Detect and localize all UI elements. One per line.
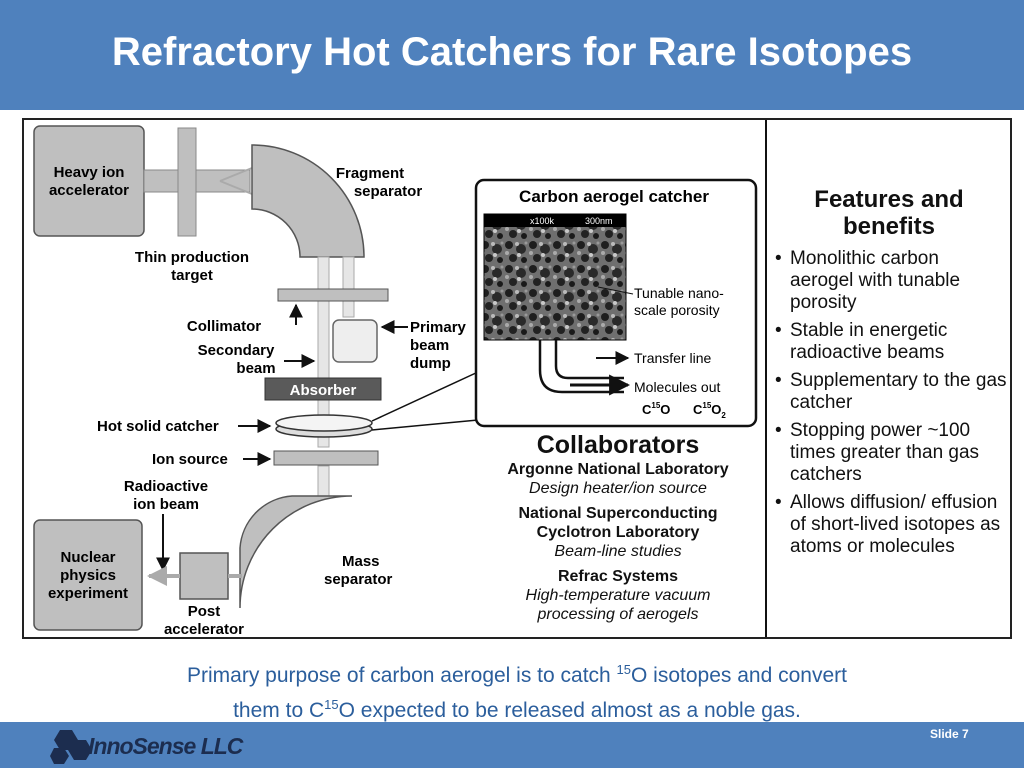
sem-scale: 300nm xyxy=(585,216,613,226)
formula-co: C15O xyxy=(642,401,670,417)
formula-co-o: O xyxy=(660,402,670,417)
inset-leader-line-top xyxy=(371,371,479,422)
collaborator-org: Refrac Systems xyxy=(557,568,679,585)
formula-co-c: C xyxy=(642,402,652,417)
transfer-line-label: Transfer line xyxy=(634,350,712,366)
tunable-label-2: scale porosity xyxy=(634,302,720,318)
inset-leader-line-bottom xyxy=(371,419,479,431)
innosense-logo-icon xyxy=(50,730,92,764)
sem-magnification: x100k xyxy=(530,216,555,226)
collaborator-org: National Superconducting Cyclotron Labor… xyxy=(518,505,718,541)
radioactive-label-1: Radioactive xyxy=(124,478,208,495)
formula-co2-o: O xyxy=(711,402,721,417)
transfer-line-inner xyxy=(554,340,624,380)
formula-co2-mass: 15 xyxy=(702,401,711,410)
collaborator-role: Design heater/ion source xyxy=(529,480,707,497)
nuclear-label-3: experiment xyxy=(48,585,128,602)
feature-item: Stopping power ~100 times greater than g… xyxy=(775,420,1007,486)
mass-separator-label-1: Mass xyxy=(342,553,380,570)
heavy-ion-accelerator-box xyxy=(33,125,145,237)
feature-item: Supplementary to the gas catcher xyxy=(775,370,1007,414)
slide-title: Refractory Hot Catchers for Rare Isotope… xyxy=(111,30,913,74)
radioactive-label-2: ion beam xyxy=(133,496,199,513)
caption-superscript: 15 xyxy=(616,662,632,677)
fragment-label-2: separator xyxy=(354,183,423,200)
caption-line-2: them to C15O expected to be released alm… xyxy=(60,690,974,725)
logo-text: InnoSense LLC xyxy=(88,733,243,759)
feature-item: Stable in energetic radioactive beams xyxy=(775,320,1007,364)
absorber-label: Absorber xyxy=(290,382,357,399)
nuclear-label-1: Nuclear xyxy=(60,549,115,566)
formula-co2: C15O2 xyxy=(693,401,726,420)
features-panel: Features and benefits Monolithic carbon … xyxy=(767,120,1010,637)
formula-co2-c: C xyxy=(693,402,703,417)
beam-pipe-vertical xyxy=(177,127,197,237)
sem-image-header xyxy=(484,214,626,227)
post-accelerator-box xyxy=(179,552,229,600)
sem-image xyxy=(484,227,626,340)
collaborators-title: Collaborators xyxy=(536,431,700,459)
feature-item: Allows diffusion/ effusion of short-live… xyxy=(775,492,1007,558)
thin-target-label-1: Thin production xyxy=(135,249,249,266)
tunable-leader xyxy=(597,286,634,295)
slide-number: Slide 7 xyxy=(930,727,969,741)
collimator-label: Collimator xyxy=(187,318,261,335)
nuclear-physics-box xyxy=(33,519,143,631)
mass-separator-shape xyxy=(239,495,353,609)
collaborators-section: Collaborators Argonne National Laborator… xyxy=(478,430,758,624)
caption-text: Primary purpose of carbon aerogel is to … xyxy=(187,664,617,687)
collaborator-role: Beam-line studies xyxy=(554,543,682,560)
tunable-label-1: Tunable nano- xyxy=(634,285,724,301)
caption-line-1: Primary purpose of carbon aerogel is to … xyxy=(60,655,974,690)
caption-text: O expected to be released almost as a no… xyxy=(338,699,801,722)
nuclear-label-2: physics xyxy=(60,567,116,584)
beam-pipe-horizontal xyxy=(143,169,251,193)
collaborator-org: Argonne National Laboratory xyxy=(507,461,729,478)
heavy-ion-label-2: accelerator xyxy=(49,182,129,199)
post-accelerator-label-2: accelerator xyxy=(164,621,244,638)
caption-superscript: 15 xyxy=(324,697,339,712)
absorber-block xyxy=(264,377,382,401)
formula-co2-sub: 2 xyxy=(721,411,726,420)
features-title: Features and benefits xyxy=(814,186,964,240)
mass-separator-label-2: separator xyxy=(324,571,393,588)
title-bar xyxy=(0,0,1024,110)
features-list: Monolithic carbon aerogel with tunable p… xyxy=(775,248,1007,564)
caption-text: them to C xyxy=(233,699,325,722)
fragment-label-1: Fragment xyxy=(336,165,404,182)
primary-dump-label-2: beam xyxy=(410,337,449,354)
molecules-out-label: Molecules out xyxy=(634,379,720,395)
heavy-ion-label-1: Heavy ion xyxy=(54,164,125,181)
collaborator-role: High-temperature vacuum processing of ae… xyxy=(525,587,711,623)
hot-catcher-label: Hot solid catcher xyxy=(97,418,219,435)
slide-caption: Primary purpose of carbon aerogel is to … xyxy=(60,655,974,725)
thin-target-label-2: target xyxy=(171,267,213,284)
formula-co-mass: 15 xyxy=(651,401,660,410)
hot-solid-catcher-disk-top xyxy=(275,414,373,432)
collimator-plate xyxy=(277,288,389,302)
caption-text: O isotopes and convert xyxy=(631,664,847,687)
secondary-beam-label-2: beam xyxy=(236,360,275,377)
primary-dump-label-3: dump xyxy=(410,355,451,372)
post-accelerator-label-1: Post xyxy=(188,603,221,620)
inset-title: Carbon aerogel catcher xyxy=(519,187,709,206)
feature-item: Monolithic carbon aerogel with tunable p… xyxy=(775,248,1007,314)
secondary-beam-line-right xyxy=(342,256,355,318)
footer-bar xyxy=(0,722,1024,768)
ion-source-label: Ion source xyxy=(152,451,228,468)
secondary-beam-label-1: Secondary xyxy=(198,342,275,359)
beam-line-to-mass-separator xyxy=(317,465,330,497)
secondary-beam-line-left xyxy=(317,256,330,448)
beam-fan-line-top xyxy=(219,167,253,182)
ion-source-block xyxy=(273,450,379,466)
beam-fan-line-bottom xyxy=(219,180,253,195)
fragment-separator-magnet xyxy=(251,144,365,258)
transfer-line-outer xyxy=(538,340,624,394)
primary-beam-dump-cup xyxy=(332,319,378,363)
primary-dump-label-1: Primary xyxy=(410,319,467,336)
